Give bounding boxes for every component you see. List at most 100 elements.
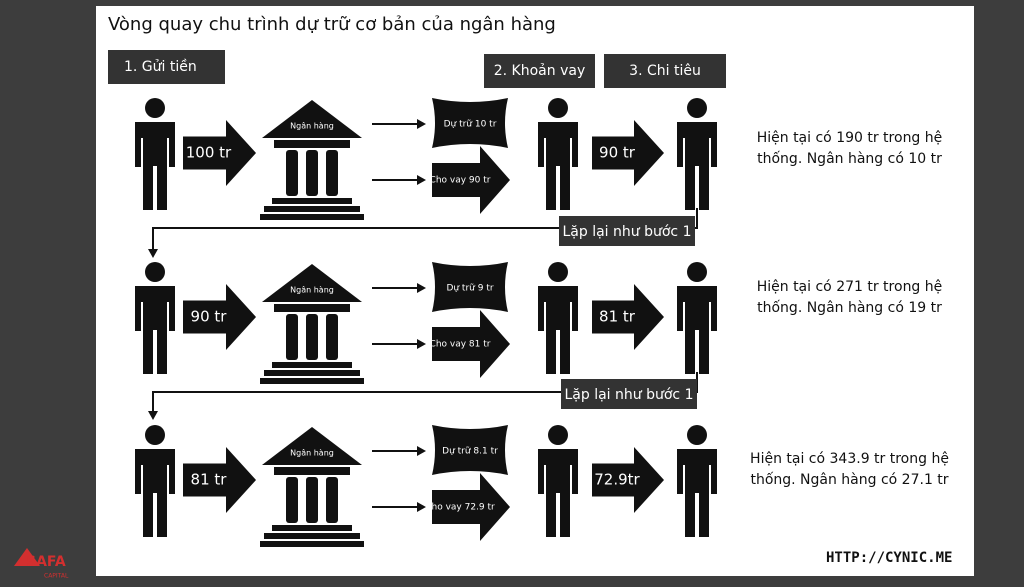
arrow-head — [417, 502, 426, 512]
repeat-box — [561, 379, 697, 409]
repeat-label: Lặp lại như bước 1 — [565, 387, 694, 403]
reserve-label: Dự trữ 10 tr — [444, 120, 497, 130]
recipient-person-icon — [677, 262, 717, 374]
bank-column — [306, 314, 318, 360]
bank-step — [264, 370, 360, 376]
spend-arrow — [592, 120, 664, 186]
person-head — [548, 425, 568, 445]
arrow-label: 100 tr — [186, 144, 232, 162]
person-body — [538, 122, 578, 210]
arrow-label: Cho vay 81 tr — [430, 340, 491, 350]
bank-column — [326, 314, 338, 360]
deposit-arrow — [183, 447, 256, 513]
bank-column — [286, 150, 298, 196]
arrow-label: 90 tr — [599, 144, 636, 162]
repeat-connector-2 — [148, 372, 698, 420]
loan-arrow — [432, 473, 510, 541]
diagram-title: Vòng quay chu trình dự trữ cơ bản của ng… — [108, 14, 556, 35]
deposit-arrow — [183, 284, 256, 350]
person-head — [687, 262, 707, 282]
row-2-summary: Hiện tại có 271 tr trong hệ thống. Ngân … — [756, 279, 943, 316]
footer-url: HTTP://CYNIC.ME — [826, 550, 953, 566]
bank-step — [260, 541, 364, 547]
bank-column — [286, 314, 298, 360]
bank-lintel — [274, 467, 350, 475]
arrow-head — [417, 119, 426, 129]
logo-triangle — [14, 548, 40, 566]
right-arrow-icon — [592, 120, 664, 186]
depositor-person-icon — [135, 425, 175, 537]
repeat-label: Lặp lại như bước 1 — [563, 224, 692, 240]
reserve-flag-icon — [432, 98, 508, 148]
reserve-flag-icon — [432, 262, 508, 312]
bank-roof — [262, 427, 362, 465]
depositor-person-icon — [135, 262, 175, 374]
bank-base — [272, 198, 352, 204]
arrow-head — [148, 411, 158, 420]
step-spending-header: 3. Chi tiêu — [604, 54, 726, 88]
reserve-label: Dự trữ 9 tr — [446, 284, 493, 294]
bank-label: Ngân hàng — [290, 286, 334, 295]
person-head — [687, 425, 707, 445]
arrow-label: Cho vay 90 tr — [430, 176, 491, 186]
bank-column — [306, 477, 318, 523]
bank-column — [326, 477, 338, 523]
arrow-head — [417, 339, 426, 349]
person-body — [538, 286, 578, 374]
reserve-flag — [432, 262, 508, 312]
safa-logo — [14, 548, 40, 566]
repeat-connector-1 — [148, 208, 698, 258]
arrow-head — [148, 249, 158, 258]
to-reserve-arrow — [372, 119, 426, 129]
deposit-arrow — [183, 120, 256, 186]
arrow-label: Cho vay 72.9 tr — [425, 503, 495, 513]
person-head — [145, 98, 165, 118]
person-body — [538, 449, 578, 537]
to-reserve-arrow — [372, 283, 426, 293]
loan-arrow — [432, 310, 510, 378]
reserve-flag — [432, 425, 508, 475]
borrower-person-icon — [538, 262, 578, 374]
bank-label: Ngân hàng — [290, 449, 334, 458]
reserve-flag-icon — [432, 425, 508, 475]
right-arrow-icon — [183, 120, 256, 186]
bank-step — [264, 533, 360, 539]
arrow-label: 81 tr — [599, 308, 636, 326]
bank-step — [264, 206, 360, 212]
person-head — [145, 425, 165, 445]
to-loan-arrow — [372, 175, 426, 185]
bank-lintel — [274, 140, 350, 148]
person-body — [135, 122, 175, 210]
arrow-label: 90 tr — [191, 308, 228, 326]
bank-base — [272, 525, 352, 531]
right-arrow-icon — [183, 447, 256, 513]
right-arrow-icon — [592, 447, 664, 513]
recipient-person-icon — [677, 425, 717, 537]
step-loan-header: 2. Khoản vay — [484, 54, 595, 88]
bank-column — [306, 150, 318, 196]
to-loan-arrow — [372, 502, 426, 512]
logo-subtext: CAPITAL — [44, 573, 69, 580]
to-loan-arrow — [372, 339, 426, 349]
bank-step — [260, 214, 364, 220]
connector-line — [152, 208, 698, 250]
row-3-summary: Hiện tại có 343.9 tr trong hệ thống. Ngâ… — [750, 451, 949, 488]
loan-arrow — [432, 146, 510, 214]
bank-icon — [260, 427, 364, 547]
right-arrow-icon — [183, 284, 256, 350]
arrow-head — [417, 283, 426, 293]
right-arrow-icon — [432, 473, 510, 541]
right-arrow-icon — [432, 310, 510, 378]
person-body — [135, 286, 175, 374]
repeat-box — [559, 216, 695, 246]
borrower-person-icon — [538, 425, 578, 537]
borrower-person-icon — [538, 98, 578, 210]
arrow-label: 81 tr — [191, 471, 228, 489]
reserve-flag — [432, 98, 508, 148]
person-body — [677, 286, 717, 374]
spend-arrow — [592, 447, 664, 513]
bank-roof — [262, 264, 362, 302]
bank-roof — [262, 100, 362, 138]
